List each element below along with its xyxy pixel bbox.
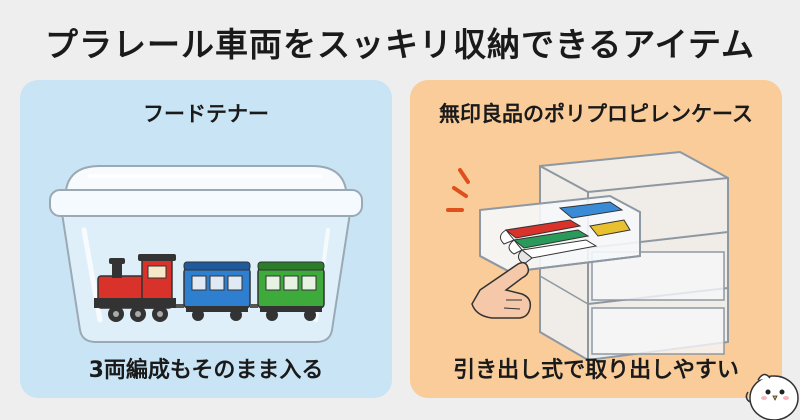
panel-heading: 無印良品のポリプロピレンケース xyxy=(439,102,753,126)
bird-mascot-icon xyxy=(745,373,799,420)
drawer-case-with-trains-icon xyxy=(446,150,729,362)
pointing-hand-icon xyxy=(471,261,532,319)
locomotive-icon xyxy=(94,254,176,322)
sparkle-icon xyxy=(446,168,470,212)
panel-food-container: フードテナー xyxy=(20,80,392,398)
panel-drawer-case: 無印良品のポリプロピレンケース xyxy=(410,80,782,398)
food-container-with-train-icon xyxy=(49,165,363,343)
panel-caption: 3両編成もそのまま入る xyxy=(88,358,324,383)
panel-caption: 引き出し式で取り出しやすい xyxy=(453,358,739,383)
blue-car-icon xyxy=(183,261,251,321)
panel-heading: フードテナー xyxy=(143,102,269,126)
shinkansen-trains-icon xyxy=(500,201,631,265)
green-car-icon xyxy=(257,261,325,321)
page-title: プラレール車両をスッキリ収納できるアイテム xyxy=(44,25,756,64)
